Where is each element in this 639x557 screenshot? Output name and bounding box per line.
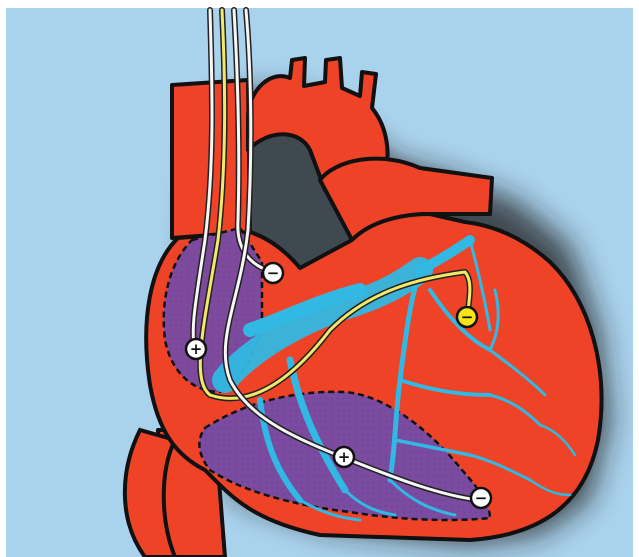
white-border-top [0, 0, 639, 8]
white-border-right [633, 0, 639, 557]
electrode-left-ventricle-minus: − [457, 307, 477, 327]
electrode-symbol: + [190, 340, 203, 358]
electrode-right-ventricle-plus: + [334, 447, 354, 467]
electrode-right-atrium-minus: − [263, 263, 283, 283]
electrode-right-atrium-plus: + [186, 339, 206, 359]
white-border-left [0, 0, 6, 557]
electrode-symbol: + [338, 448, 351, 466]
electrode-apex-minus: − [471, 488, 491, 508]
electrode-symbol: − [461, 308, 474, 326]
electrode-symbol: − [475, 489, 488, 507]
electrode-symbol: − [267, 264, 280, 282]
